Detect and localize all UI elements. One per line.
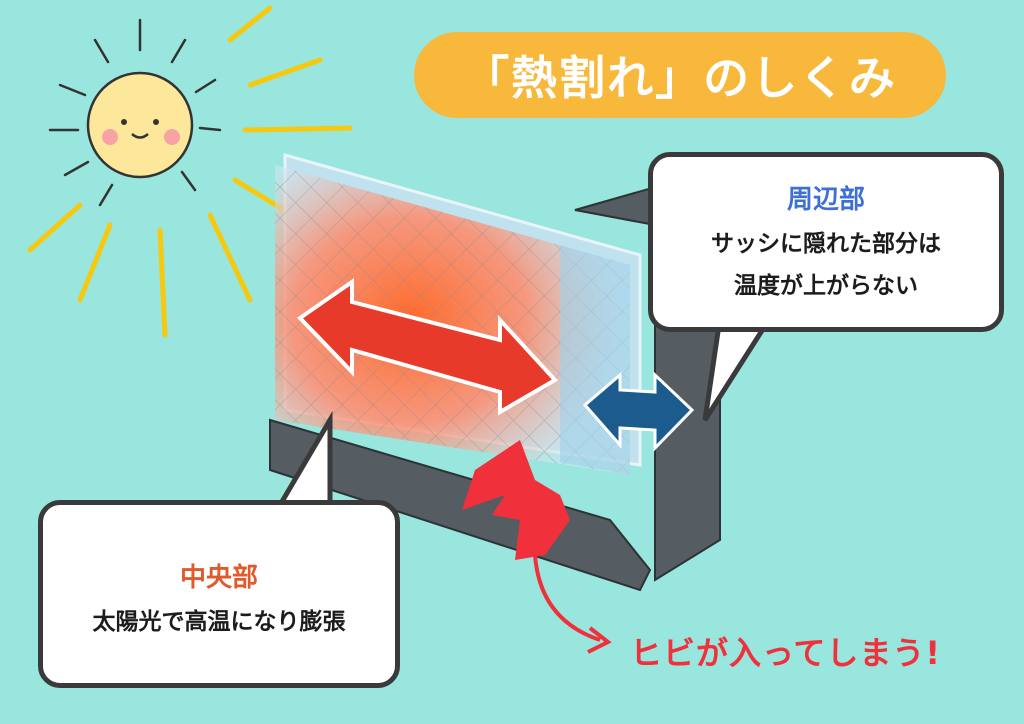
crack-icon — [462, 440, 570, 560]
peripheral-heading: 周辺部 — [786, 185, 865, 215]
page-title: 「熱割れ」のしくみ — [414, 32, 946, 118]
center-heading: 中央部 — [179, 563, 258, 593]
expansion-arrow-icon — [296, 278, 559, 416]
sun-icon — [27, 5, 353, 338]
peripheral-line: 温度が上がらない — [734, 273, 918, 299]
peripheral-callout: 周辺部 サッシに隠れた部分は 温度が上がらない — [648, 152, 1004, 332]
center-callout: 中央部 太陽光で高温になり膨張 — [38, 500, 400, 688]
wired-glass — [275, 153, 642, 475]
crack-label: ヒビが入ってしまう! — [630, 634, 941, 672]
center-line: 太陽光で高温になり膨張 — [92, 609, 346, 635]
peripheral-line: サッシに隠れた部分は — [711, 231, 941, 257]
peripheral-arrow-icon — [582, 371, 695, 452]
